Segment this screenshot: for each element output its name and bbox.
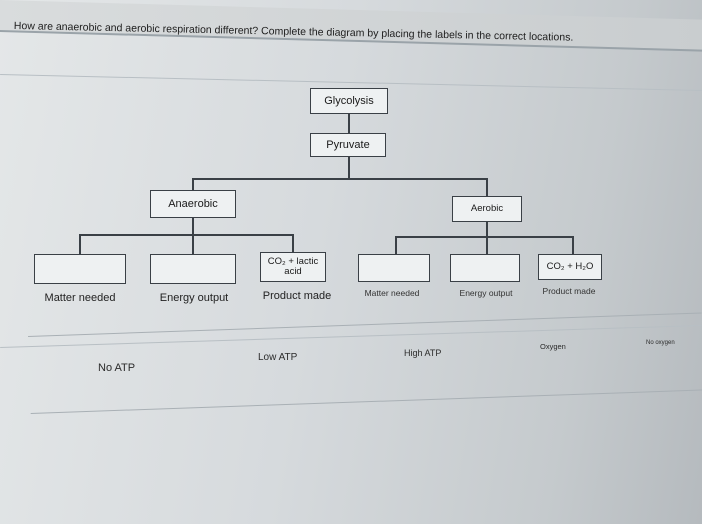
energy-output-label: Energy output — [459, 288, 513, 298]
pyruvate-node: Pyruvate — [310, 133, 386, 157]
connector — [486, 222, 488, 236]
aerobic-product-node: CO₂ + H₂O — [538, 254, 602, 280]
connector — [79, 234, 81, 254]
connector — [348, 114, 350, 133]
connector — [395, 236, 573, 238]
connector — [395, 236, 397, 254]
aerobic-node: Aerobic — [452, 196, 522, 222]
connector — [79, 234, 293, 236]
product-made-label: Product made — [262, 290, 332, 302]
connector — [486, 178, 488, 196]
label-chip-oxygen[interactable]: Oxygen — [540, 342, 566, 351]
connector — [292, 234, 294, 252]
drop-box-anaerobic-matter[interactable] — [34, 254, 126, 284]
drop-box-aerobic-matter[interactable] — [358, 254, 430, 282]
connector — [348, 157, 350, 178]
connector — [192, 218, 194, 234]
connector — [192, 178, 194, 190]
anaerobic-product-node: CO₂ + lactic acid — [260, 252, 326, 282]
product-made-label: Product made — [542, 286, 596, 296]
connector — [486, 236, 488, 254]
label-chip-no-atp[interactable]: No ATP — [98, 362, 136, 374]
energy-output-label: Energy output — [159, 292, 229, 304]
connector — [192, 178, 486, 180]
drop-box-anaerobic-energy[interactable] — [150, 254, 236, 284]
label-chip-low-atp[interactable]: Low ATP — [258, 352, 298, 363]
matter-needed-label: Matter needed — [364, 288, 420, 298]
anaerobic-node: Anaerobic — [150, 190, 236, 218]
connector — [572, 236, 574, 254]
label-chip-no-oxygen[interactable]: No oxygen — [646, 340, 675, 346]
glycolysis-node: Glycolysis — [310, 88, 388, 114]
label-chip-high-atp[interactable]: High ATP — [404, 348, 442, 358]
matter-needed-label: Matter needed — [44, 292, 116, 304]
drop-box-aerobic-energy[interactable] — [450, 254, 520, 282]
connector — [192, 234, 194, 254]
